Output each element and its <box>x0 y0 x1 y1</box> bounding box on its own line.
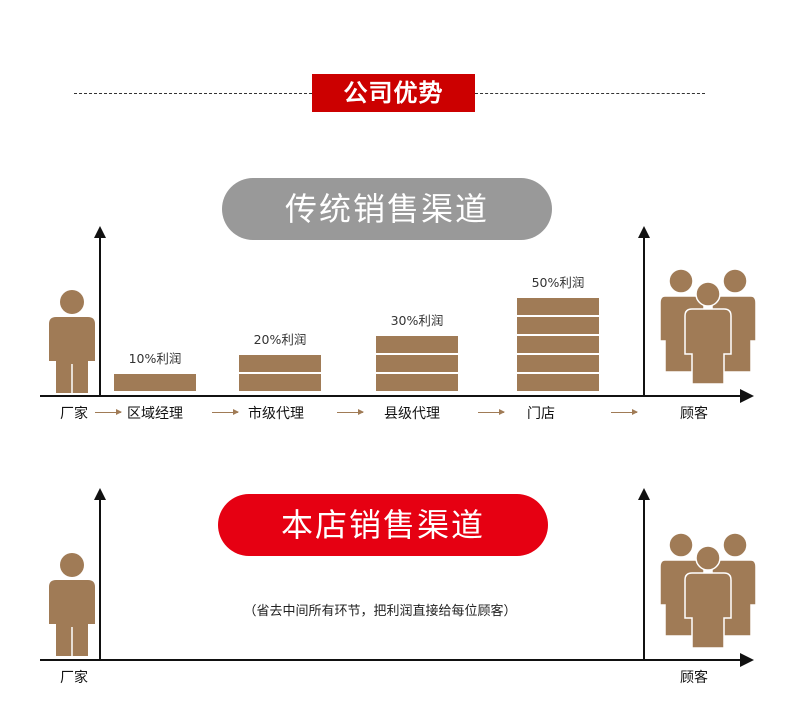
arrow-right-icon <box>611 409 638 415</box>
arrow-up-icon <box>638 226 650 238</box>
profit-label: 10%利润 <box>128 351 182 366</box>
arrow-right-icon <box>212 409 239 415</box>
divider-left <box>74 93 312 94</box>
profit-bar-segment <box>239 374 321 391</box>
our-channel-title: 本店销售渠道 <box>218 494 548 556</box>
arrow-right-icon <box>740 653 754 667</box>
profit-bar-segment <box>517 374 599 391</box>
arrow-right-icon <box>95 409 122 415</box>
profit-label: 30%利润 <box>390 313 444 328</box>
stage-end-label: 顾客 <box>680 406 708 422</box>
profit-bar-segment <box>517 298 599 315</box>
divider-right <box>475 93 705 94</box>
arrow-up-icon <box>638 488 650 500</box>
stage-start-label: 厂家 <box>60 406 88 422</box>
stage-label: 门店 <box>527 406 555 422</box>
axis-right <box>643 498 645 660</box>
profit-bar-segment <box>517 317 599 334</box>
profit-label: 50%利润 <box>531 275 585 290</box>
stage-label: 县级代理 <box>384 406 440 422</box>
profit-bar-segment <box>114 374 196 391</box>
arrow-right-icon <box>337 409 364 415</box>
axis-bottom <box>40 395 742 397</box>
stage-start-label: 厂家 <box>60 670 88 686</box>
stage-label: 市级代理 <box>248 406 304 422</box>
group-icon <box>659 268 757 385</box>
stage-label: 区域经理 <box>127 406 183 422</box>
axis-left <box>99 236 101 396</box>
profit-bar-segment <box>376 374 458 391</box>
axis-right <box>643 236 645 396</box>
arrow-right-icon <box>478 409 505 415</box>
traditional-channel-title: 传统销售渠道 <box>222 178 552 240</box>
person-icon <box>49 553 95 656</box>
arrow-up-icon <box>94 226 106 238</box>
arrow-up-icon <box>94 488 106 500</box>
person-icon <box>49 290 95 393</box>
profit-bar-segment <box>376 336 458 353</box>
arrow-right-icon <box>740 389 754 403</box>
axis-bottom <box>40 659 742 661</box>
profit-bar-segment <box>376 355 458 372</box>
profit-bar-segment <box>517 336 599 353</box>
stage-end-label: 顾客 <box>680 670 708 686</box>
channel-note: （省去中间所有环节，把利润直接给每位顾客） <box>243 604 517 619</box>
section-title: 公司优势 <box>312 74 475 112</box>
group-icon <box>659 532 757 649</box>
profit-bar-segment <box>517 355 599 372</box>
axis-left <box>99 498 101 660</box>
profit-label: 20%利润 <box>253 332 307 347</box>
profit-bar-segment <box>239 355 321 372</box>
